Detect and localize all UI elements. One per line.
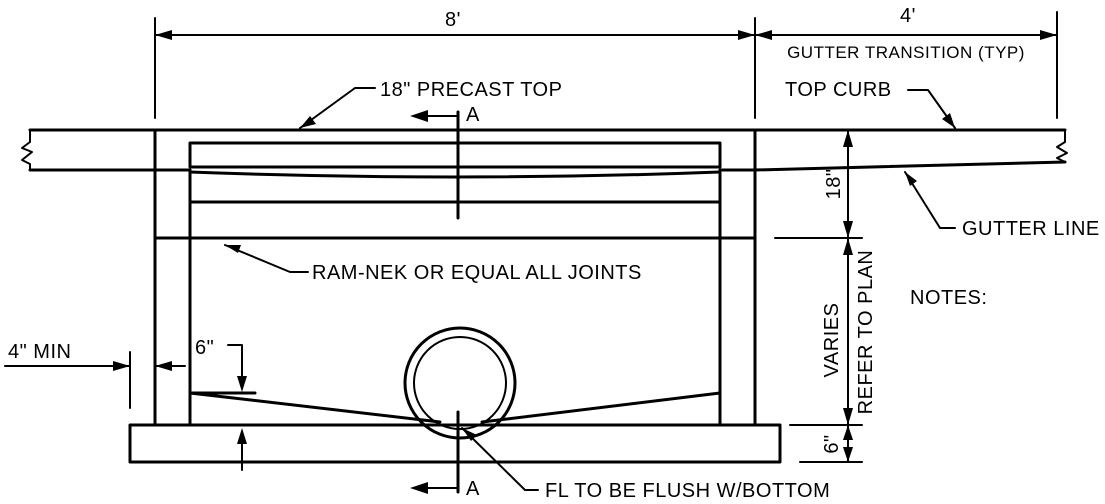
dimension-varies: VARIES REFER TO PLAN bbox=[789, 237, 877, 426]
joints-callout: RAM-NEK OR EQUAL ALL JOINTS bbox=[224, 244, 642, 284]
precast-top-plate bbox=[188, 141, 722, 169]
notes-label: NOTES: bbox=[910, 287, 987, 309]
joints-label: RAM-NEK OR EQUAL ALL JOINTS bbox=[312, 262, 642, 284]
base-slab bbox=[128, 423, 782, 464]
section-cut-top: A bbox=[410, 104, 480, 220]
dimension-4in-min: 4" MIN bbox=[4, 341, 186, 409]
gutter-line-callout: GUTTER LINE bbox=[904, 171, 1100, 240]
gutter-transition-label: GUTTER TRANSITION (TYP) bbox=[787, 43, 1025, 62]
pipe bbox=[403, 326, 517, 440]
section-label-top: A bbox=[466, 104, 480, 126]
sloped-floor bbox=[188, 391, 722, 424]
break-line-right bbox=[1056, 129, 1068, 163]
dimension-8ft-text: 8' bbox=[445, 9, 461, 31]
break-line-left bbox=[21, 129, 33, 171]
wall-min-label: 4" MIN bbox=[8, 341, 71, 363]
dimension-8ft: 8' bbox=[154, 9, 756, 119]
dimension-18in: 18" bbox=[774, 129, 863, 239]
precast-top-label: 18" PRECAST TOP bbox=[380, 79, 562, 101]
section-label-bottom: A bbox=[466, 478, 480, 500]
precast-top-callout: 18" PRECAST TOP bbox=[299, 79, 562, 129]
dimension-4ft-text: 4' bbox=[900, 5, 916, 27]
section-cut-bottom: A bbox=[410, 410, 480, 500]
dimension-6in-base-text: 6" bbox=[821, 434, 843, 453]
dimension-6in-base: 6" bbox=[799, 424, 863, 463]
refer-to-plan-label: REFER TO PLAN bbox=[855, 250, 877, 415]
top-curb-label: TOP CURB bbox=[785, 79, 892, 101]
varies-label: VARIES bbox=[821, 303, 843, 378]
curb-top-slab bbox=[21, 128, 1068, 172]
top-curb-callout: TOP CURB bbox=[785, 79, 956, 129]
gutter-curve bbox=[188, 170, 722, 179]
dimension-4ft: 4' GUTTER TRANSITION (TYP) bbox=[754, 5, 1058, 119]
dimension-6in-slope: 6" bbox=[195, 337, 247, 471]
box-walls bbox=[153, 128, 757, 427]
slope-drop-label: 6" bbox=[195, 337, 214, 359]
dimension-18in-text: 18" bbox=[823, 169, 845, 200]
flowline-label: FL TO BE FLUSH W/BOTTOM bbox=[545, 480, 830, 502]
flowline-callout: FL TO BE FLUSH W/BOTTOM bbox=[461, 427, 830, 502]
gutter-line-label: GUTTER LINE bbox=[962, 218, 1100, 240]
